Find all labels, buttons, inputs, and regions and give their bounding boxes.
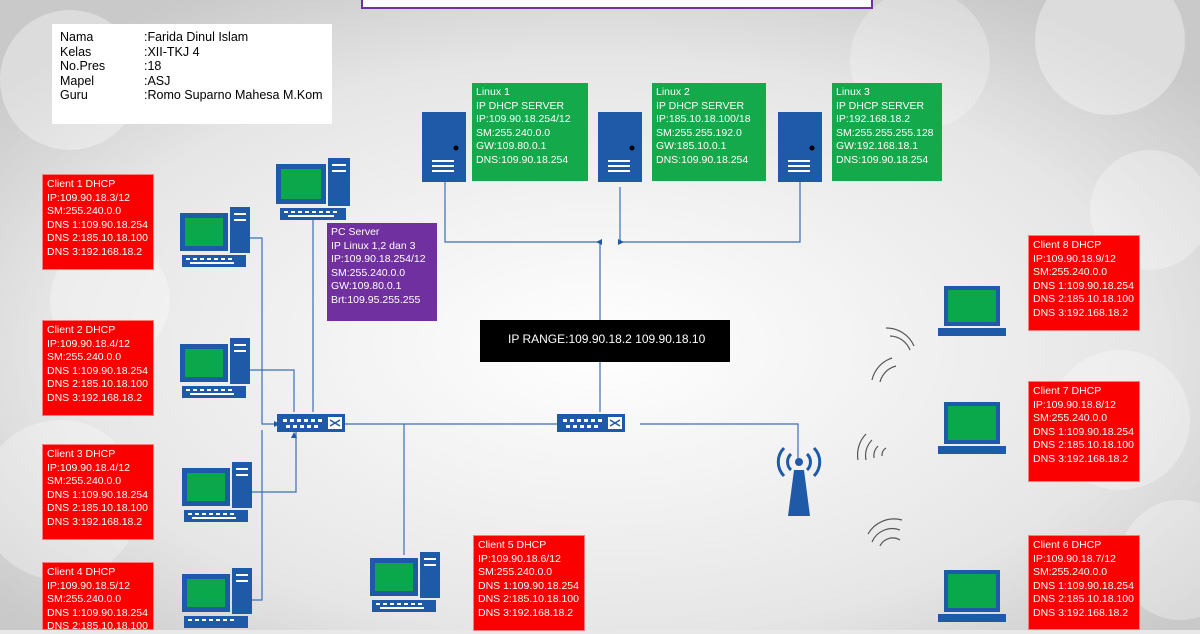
desktop-computer-icon	[182, 568, 252, 628]
info-row-subject: Mapel:ASJ	[60, 73, 171, 88]
ip-range-label: IP RANGE:109.90.18.2 109.90.18.10	[480, 320, 730, 362]
desktop-computer-icon	[180, 207, 250, 267]
desktop-computer-icon	[276, 158, 350, 220]
server-tower-icon	[598, 112, 642, 182]
info-row-teacher: Guru:Romo Suparno Mahesa M.Kom	[60, 88, 323, 102]
info-row-class: Kelas:XII-TKJ 4	[60, 44, 200, 59]
info-row-number: No.Pres:18	[60, 59, 162, 73]
desktop-computer-icon	[180, 338, 250, 398]
network-switch-icon	[557, 414, 625, 432]
wifi-signal-icon	[856, 433, 887, 461]
laptop-icon	[938, 570, 1006, 622]
desktop-computer-icon	[182, 462, 252, 522]
wifi-signal-icon	[871, 327, 915, 383]
network-switch-icon	[277, 414, 345, 432]
wireless-access-point-icon	[776, 446, 822, 516]
laptop-icon	[938, 402, 1006, 454]
title-frame	[361, 0, 873, 9]
wifi-signal-icon	[867, 518, 903, 547]
laptop-icon	[938, 286, 1006, 336]
student-info-box: Nama:Farida Dinul Islam Kelas:XII-TKJ 4 …	[52, 24, 332, 124]
info-row-name: Nama:Farida Dinul Islam	[60, 30, 249, 44]
desktop-computer-icon	[370, 552, 440, 612]
server-tower-icon	[778, 112, 822, 182]
server-tower-icon	[422, 112, 466, 182]
